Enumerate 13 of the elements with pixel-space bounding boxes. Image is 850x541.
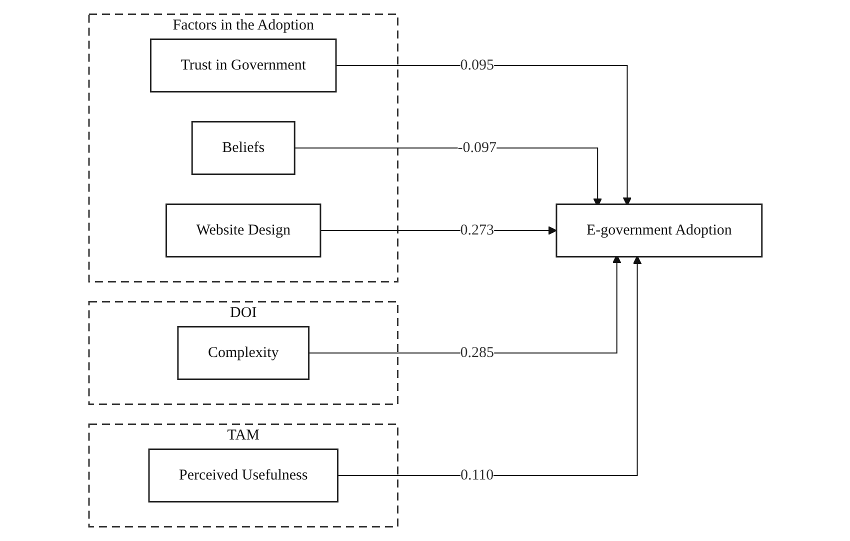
- arrow: [335, 65, 632, 206]
- edge-label: 0.095: [460, 57, 494, 74]
- edge-label: -0.097: [457, 140, 496, 156]
- node-box: Website Design: [165, 204, 321, 258]
- node-box: Perceived Usefulness: [148, 448, 338, 502]
- arrow: [336, 256, 642, 476]
- node-box: Complexity: [176, 326, 310, 380]
- node-box: E-government Adoption: [555, 204, 762, 258]
- edge-label: 0.285: [460, 344, 494, 361]
- node-box: Trust in Government: [150, 38, 336, 92]
- edge-label: 0.110: [460, 467, 494, 484]
- edge-label: 0.273: [460, 222, 494, 238]
- node-box: Beliefs: [190, 121, 295, 175]
